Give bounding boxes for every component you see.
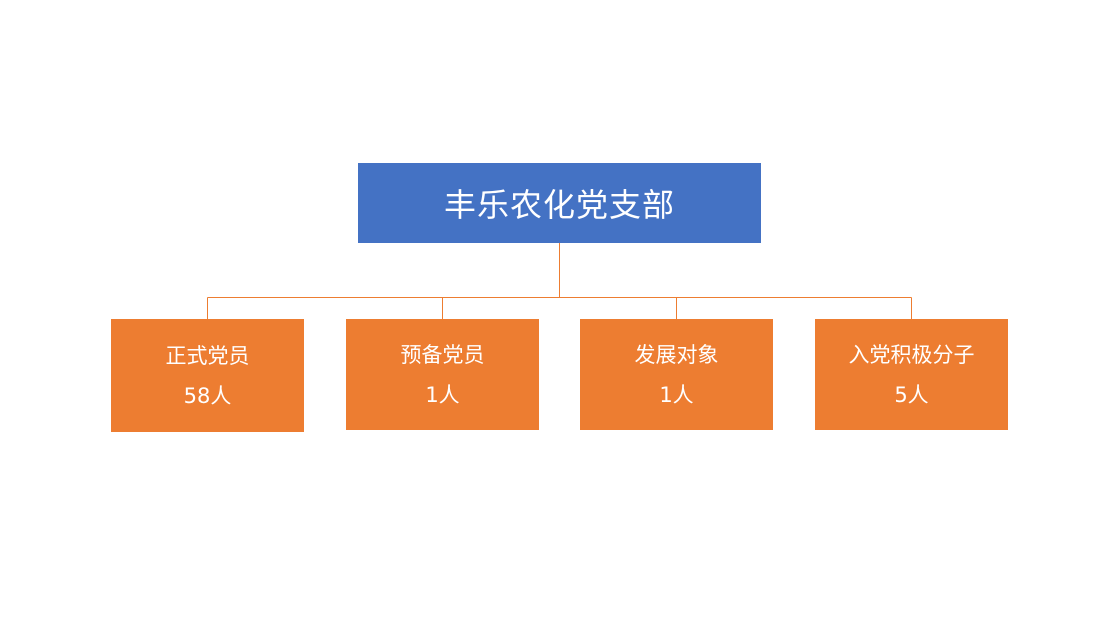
child-node-label: 预备党员: [400, 342, 485, 367]
root-node-label: 丰乐农化党支部: [443, 186, 675, 224]
root-node-party-branch: 丰乐农化党支部: [358, 163, 761, 243]
child-node-activists: 入党积极分子 5人: [815, 319, 1008, 430]
child-node-label: 入党积极分子: [848, 342, 975, 367]
child-node-label: 正式党员: [165, 343, 250, 368]
child-node-probationary-members: 预备党员 1人: [346, 319, 539, 430]
child-node-development-targets: 发展对象 1人: [580, 319, 773, 430]
child-node-full-members: 正式党员 58人: [111, 319, 304, 432]
child-node-count: 5人: [894, 382, 929, 407]
child-node-count: 1人: [659, 382, 694, 407]
child-node-count: 1人: [425, 382, 460, 407]
child-node-count: 58人: [183, 383, 232, 408]
child-node-label: 发展对象: [634, 342, 719, 367]
